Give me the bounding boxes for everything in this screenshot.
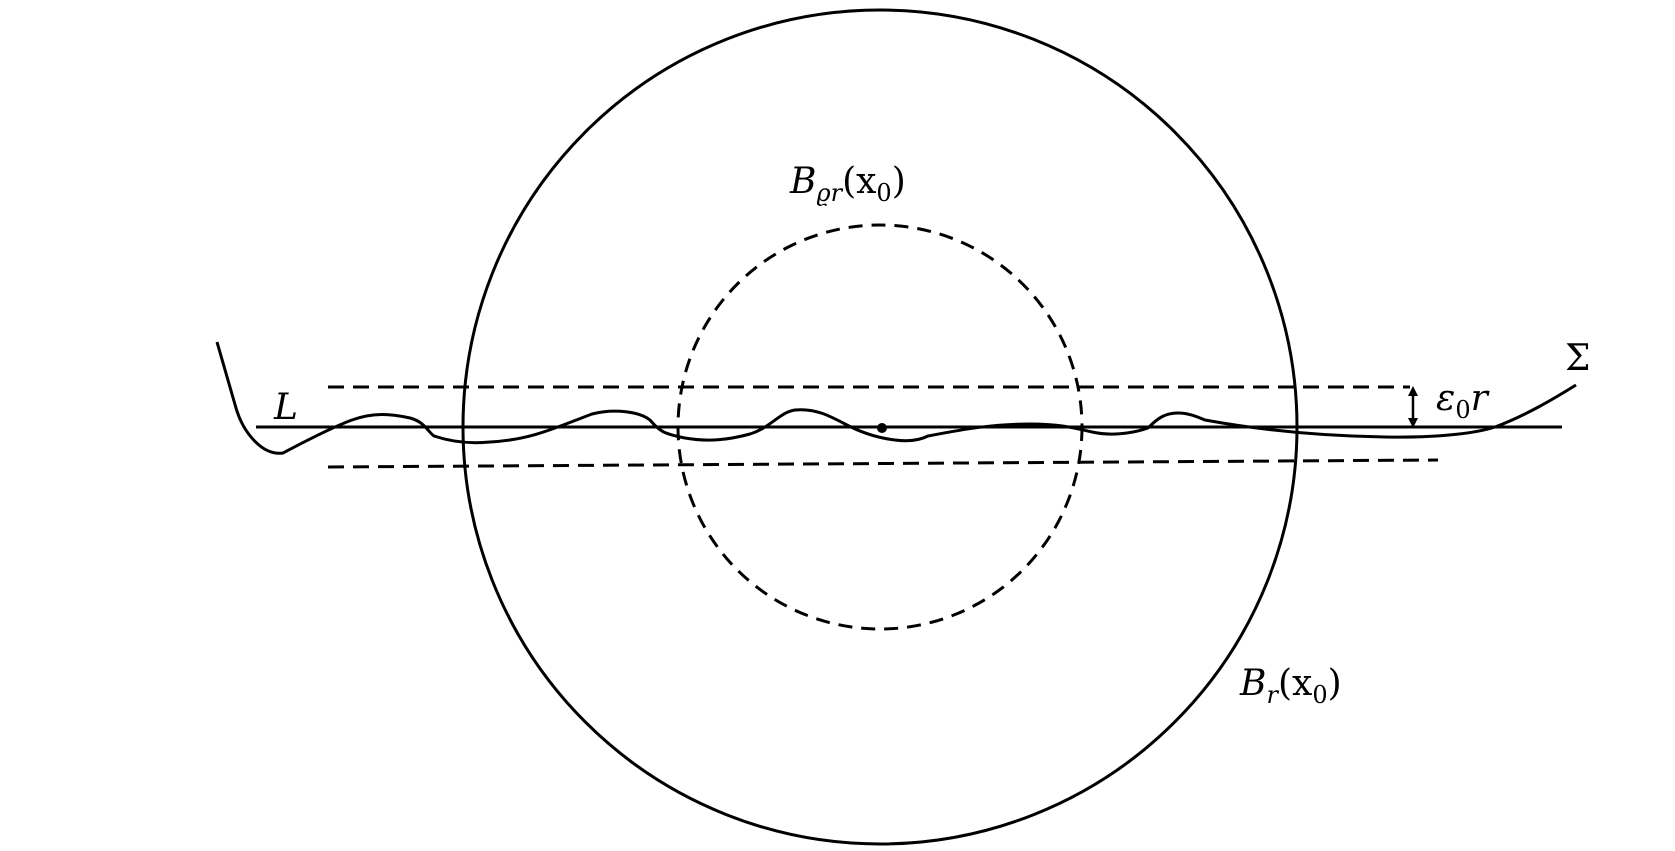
outer-ball-close: ) bbox=[1327, 663, 1342, 704]
label-sigma: Σ bbox=[1565, 338, 1591, 379]
outer-ball-arg: (x bbox=[1277, 663, 1313, 704]
outer-ball-main: B bbox=[1240, 663, 1267, 704]
lower-strip-line bbox=[327, 458, 1439, 469]
center-point bbox=[877, 423, 887, 433]
label-L: L bbox=[274, 387, 298, 428]
label-outer-ball: Br(x0) bbox=[1240, 663, 1342, 709]
inner-ball-sub: ϱr bbox=[816, 179, 843, 207]
surface-sigma-curve bbox=[215, 341, 1577, 455]
inner-ball-close: ) bbox=[891, 161, 906, 202]
width-main: ε bbox=[1436, 378, 1456, 419]
label-width: ε0r bbox=[1436, 378, 1488, 424]
inner-ball-main: B bbox=[790, 161, 817, 202]
inner-ball-arg-sub: 0 bbox=[876, 179, 892, 207]
label-inner-ball: Bϱr(x0) bbox=[790, 161, 906, 207]
width-sub: 0 bbox=[1455, 396, 1471, 424]
width-tail: r bbox=[1470, 378, 1488, 419]
outer-ball-sub: r bbox=[1266, 681, 1278, 709]
outer-ball-arg-sub: 0 bbox=[1312, 681, 1328, 709]
inner-ball-arg: (x bbox=[842, 161, 877, 202]
